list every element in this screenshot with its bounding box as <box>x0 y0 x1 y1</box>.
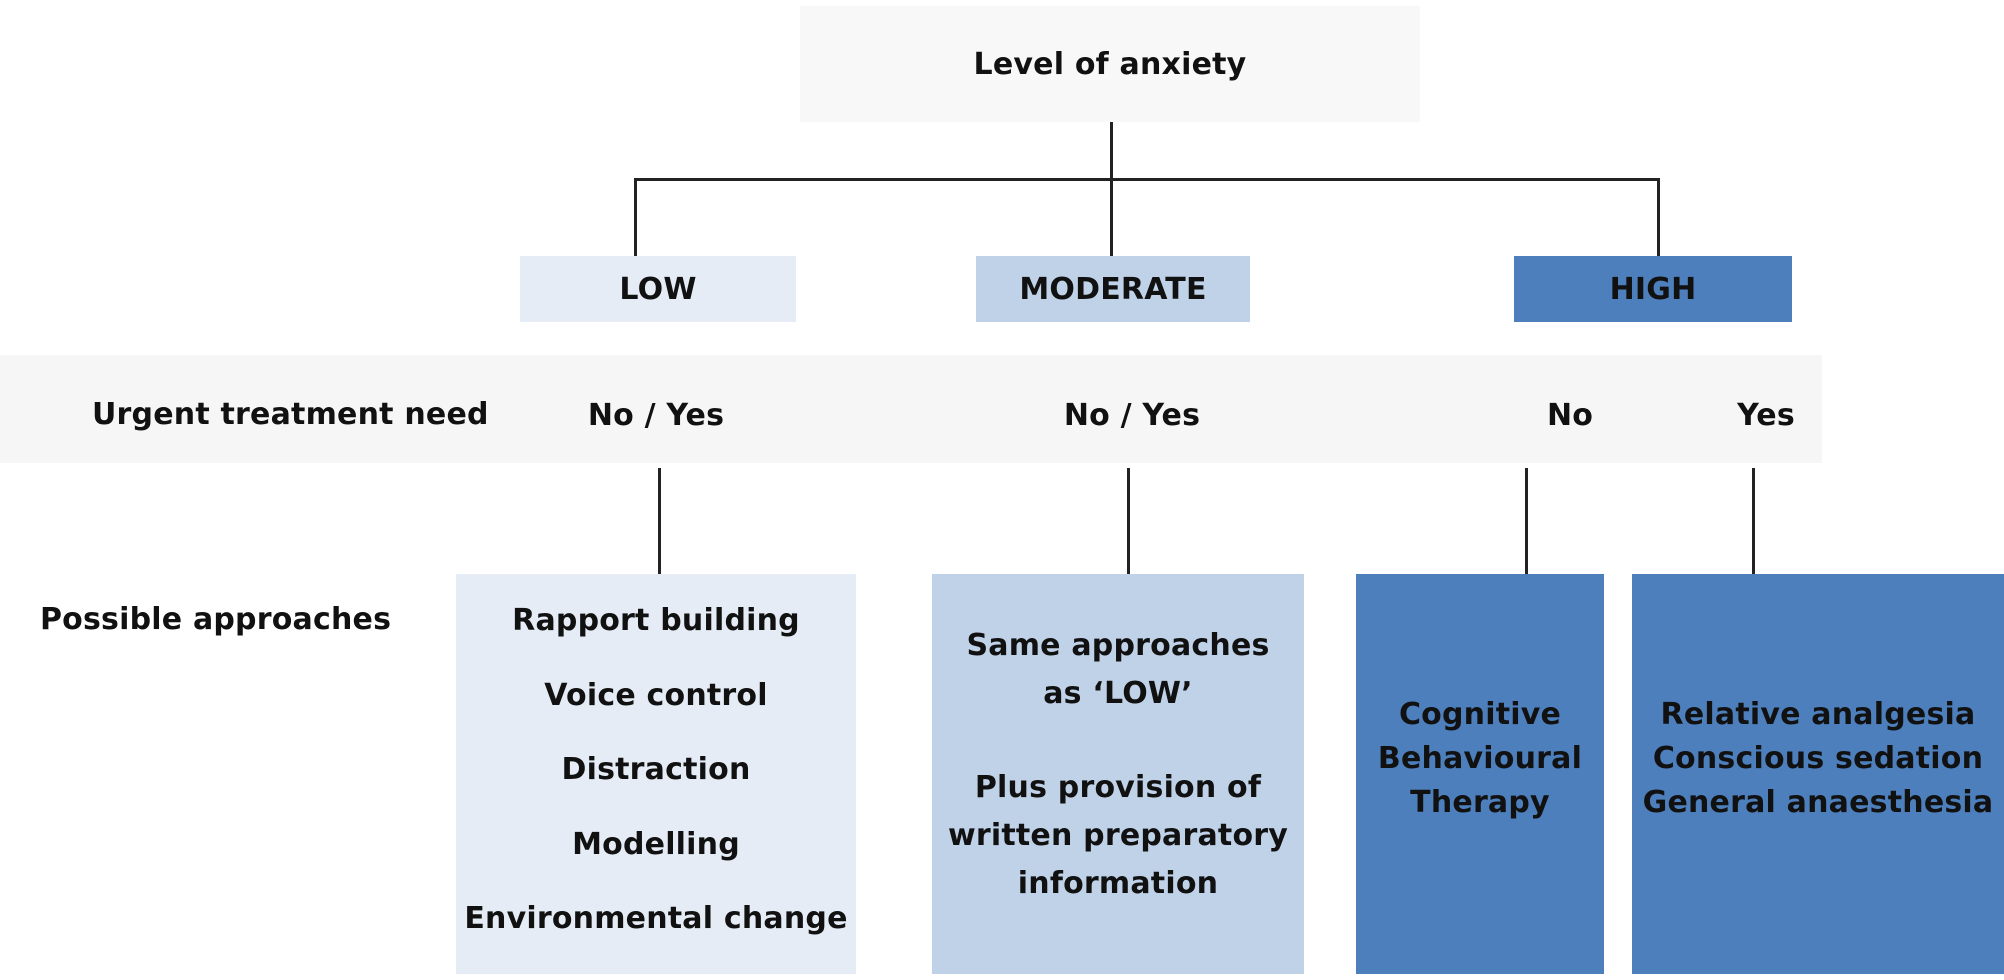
approach-low-item: Environmental change <box>464 901 848 937</box>
urgent-high-yes-value: Yes <box>1737 397 1795 433</box>
approach-moderate-box: Same approaches as ‘LOW’ Plus provision … <box>932 574 1304 974</box>
connector-horizontal-bar <box>634 178 1660 181</box>
urgent-moderate-value: No / Yes <box>1063 397 1201 433</box>
root-label: Level of anxiety <box>973 46 1247 82</box>
approach-moderate-line: as ‘LOW’ <box>1043 676 1193 711</box>
connector-root-stem <box>1110 122 1113 256</box>
approach-high-yes-box: Relative analgesia Conscious sedation Ge… <box>1632 574 2004 974</box>
level-moderate-label: MODERATE <box>1019 271 1207 307</box>
approach-high-no-line: Therapy <box>1410 785 1550 820</box>
approach-high-no-box: Cognitive Behavioural Therapy <box>1356 574 1604 974</box>
urgent-high-no-value: No <box>1546 397 1594 433</box>
level-low-label: LOW <box>619 271 697 307</box>
approach-moderate-line: information <box>1017 866 1219 901</box>
level-low-box: LOW <box>520 256 796 322</box>
urgent-treatment-label: Urgent treatment need <box>92 397 489 432</box>
approach-low-item: Distraction <box>561 752 751 788</box>
root-node: Level of anxiety <box>800 6 1420 122</box>
approach-high-no-line: Cognitive <box>1398 697 1562 732</box>
level-high-label: HIGH <box>1609 271 1697 307</box>
approach-moderate-line: Same approaches <box>966 628 1270 663</box>
connector-high-yes-approach <box>1752 468 1755 574</box>
connector-to-high <box>1657 178 1660 256</box>
approach-high-yes-line: General anaesthesia <box>1642 785 1994 820</box>
connector-high-no-approach <box>1525 468 1528 574</box>
connector-low-approach <box>658 468 661 574</box>
approach-low-item: Voice control <box>544 677 768 713</box>
approach-low-item: Modelling <box>572 826 740 862</box>
approach-moderate-line: Plus provision of <box>974 770 1262 805</box>
approach-high-yes-line: Relative analgesia <box>1660 697 1976 732</box>
possible-approaches-label: Possible approaches <box>40 602 392 637</box>
connector-moderate-approach <box>1127 468 1130 574</box>
approach-high-yes-line: Conscious sedation <box>1652 741 1984 776</box>
approach-low-box: Rapport building Voice control Distracti… <box>456 574 856 974</box>
level-moderate-box: MODERATE <box>976 256 1250 322</box>
urgent-treatment-band <box>0 355 1822 463</box>
approach-high-no-line: Behavioural <box>1377 741 1583 776</box>
connector-to-low <box>634 178 637 256</box>
approach-low-item: Rapport building <box>512 603 800 638</box>
approach-moderate-line: written preparatory <box>947 818 1289 853</box>
urgent-low-value: No / Yes <box>587 397 725 433</box>
level-high-box: HIGH <box>1514 256 1792 322</box>
